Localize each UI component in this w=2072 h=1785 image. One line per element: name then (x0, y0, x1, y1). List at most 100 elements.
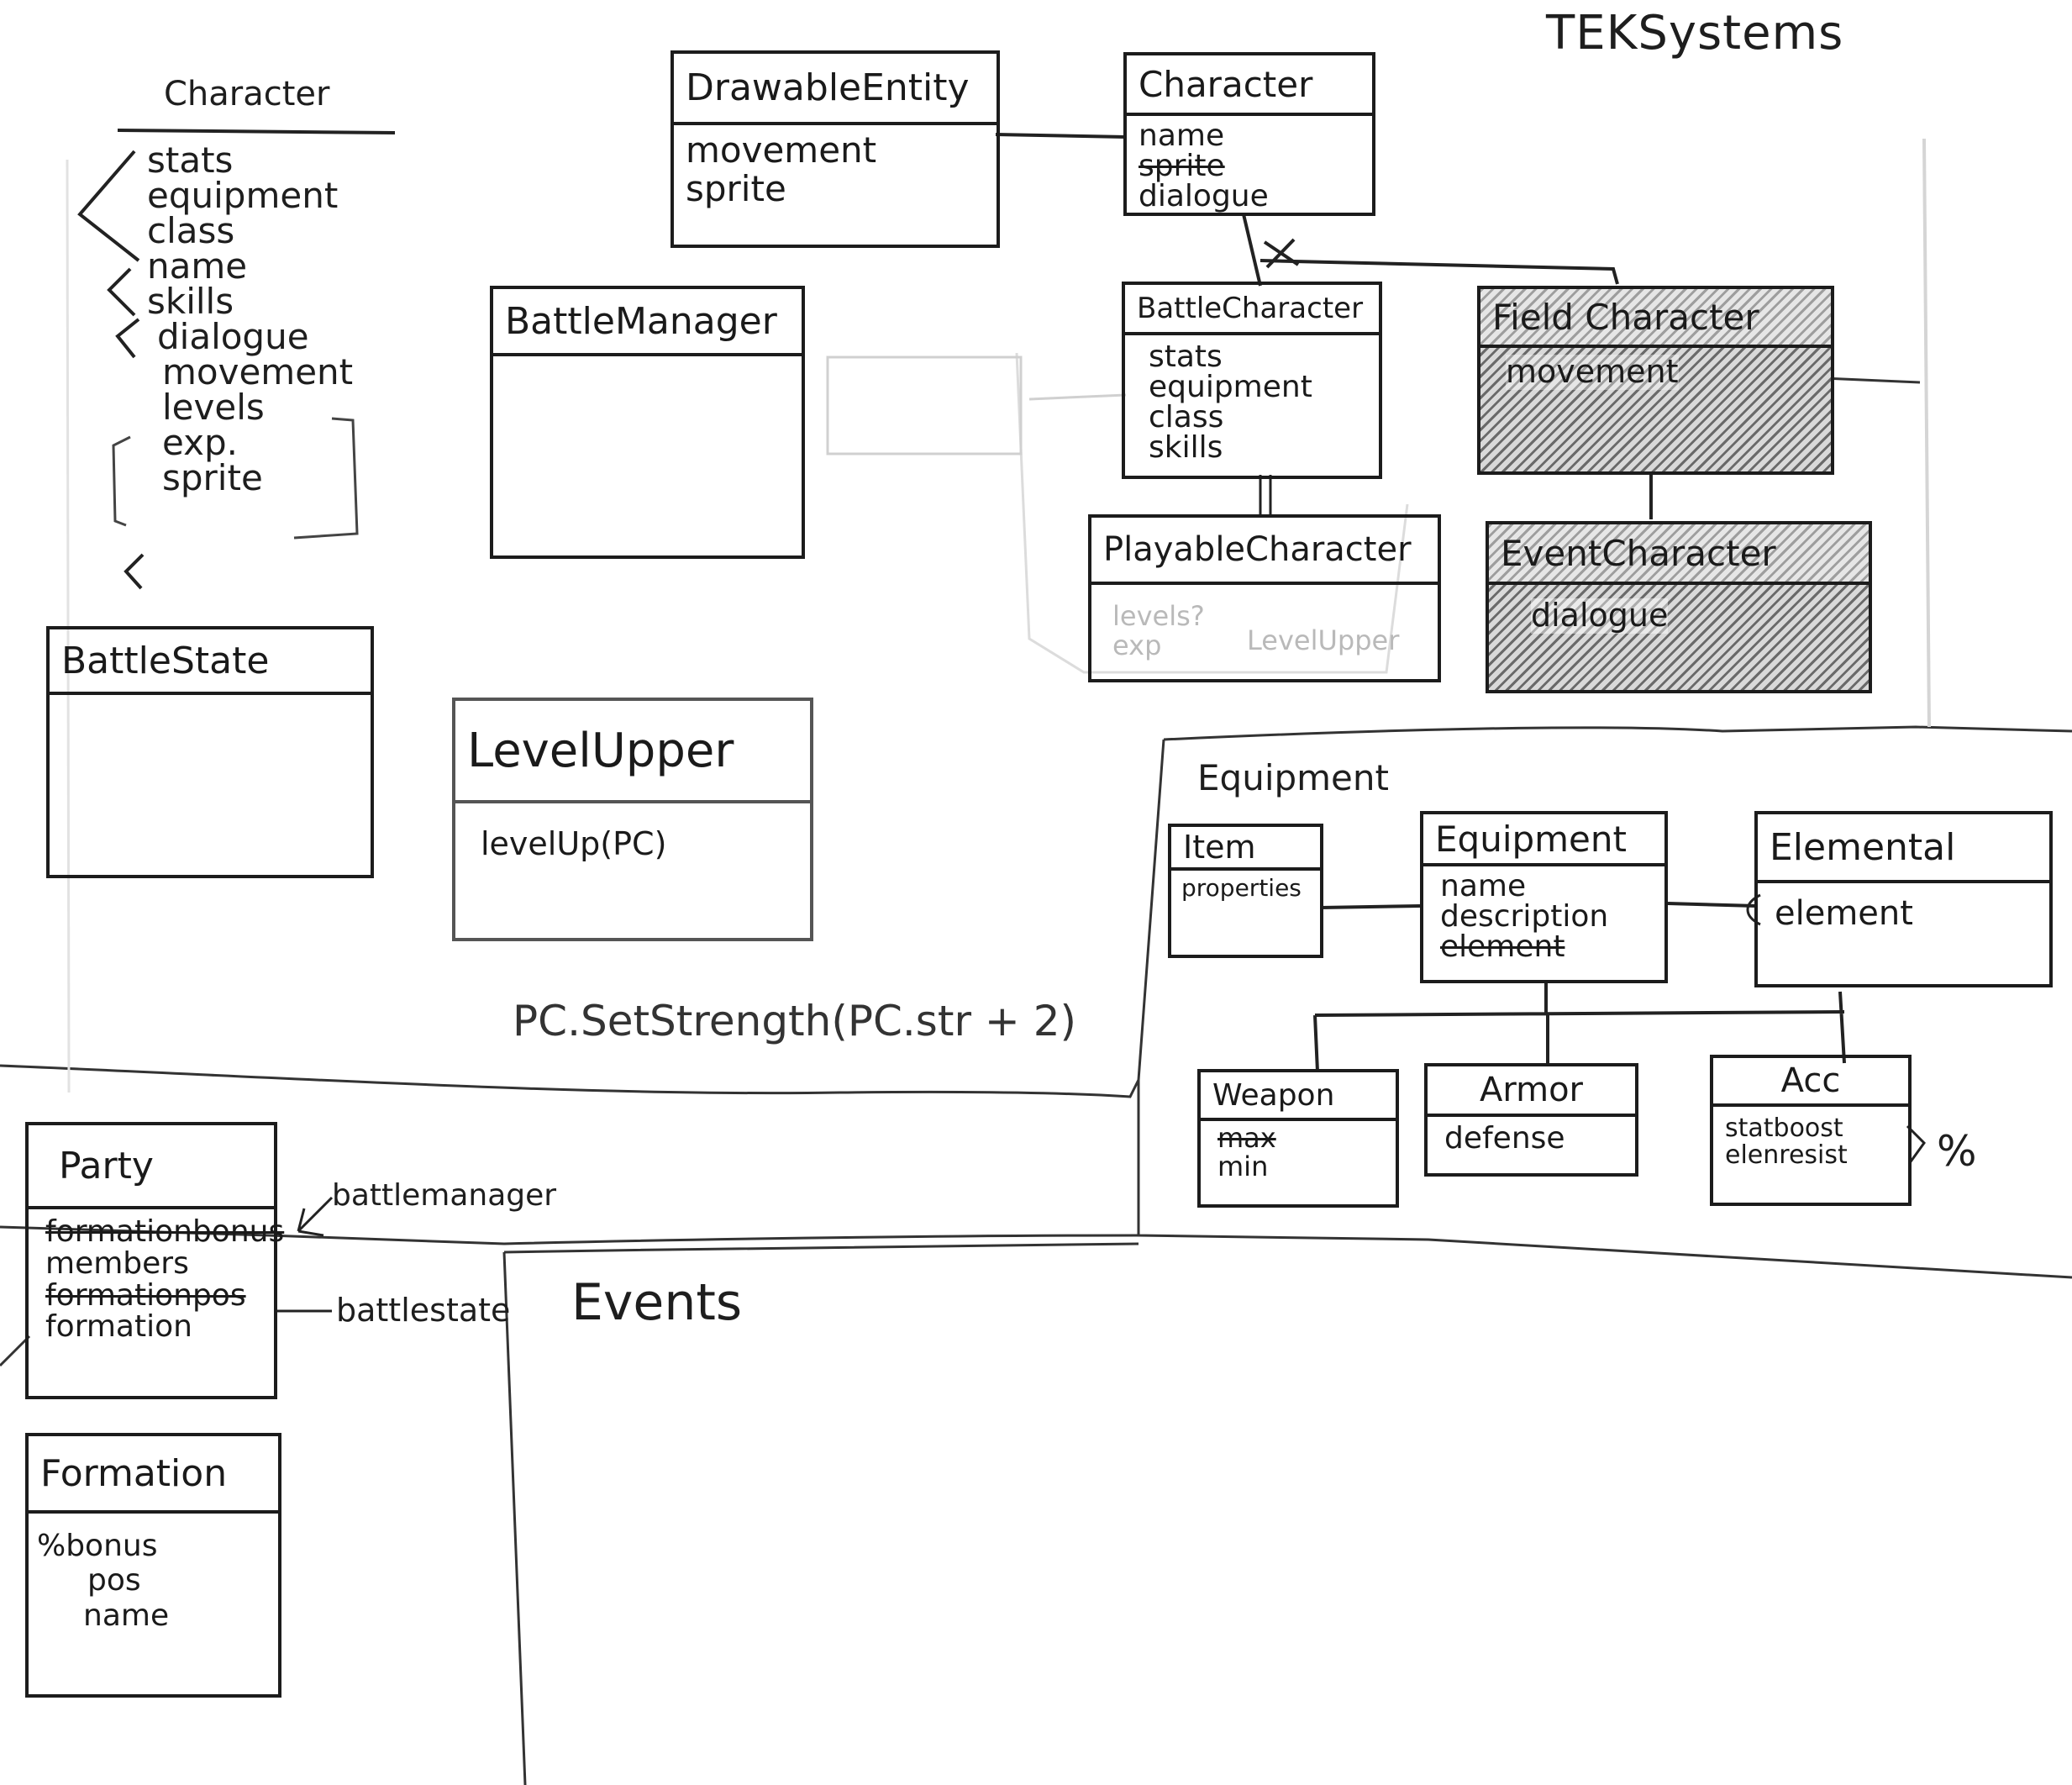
equipment-box: Equipment name description element (1420, 811, 1668, 983)
bottom-left-boundary (0, 1225, 1139, 1245)
notes-item: movement (162, 351, 354, 392)
party-box: Party formationbonus members formationpo… (25, 1122, 285, 1399)
class-attribute: formationbonus (45, 1214, 285, 1249)
class-attribute: element (1775, 894, 1913, 933)
battlemanager-box: BattleManager (490, 286, 805, 559)
erased-enemy-link (1028, 393, 1127, 401)
character-to-fieldcharacter-line (1260, 259, 1619, 285)
item-box: Item properties (1168, 824, 1323, 958)
class-attribute: max (1217, 1122, 1276, 1154)
notes-item: equipment (147, 175, 339, 216)
battlestate-box: BattleState (46, 626, 374, 878)
battlecharacter-title: BattleCharacter (1125, 285, 1379, 335)
class-attribute: elenresist (1725, 1140, 1848, 1170)
class-attribute: dialogue (1531, 597, 1669, 634)
battlemanager-arrow (297, 1196, 334, 1237)
equipment-region-label: Equipment (1197, 757, 1389, 798)
notes-item: class (147, 210, 235, 251)
armor-box: Armor defense (1424, 1063, 1638, 1177)
class-attribute: pos (87, 1563, 141, 1598)
elemental-title: Elemental (1758, 814, 2049, 883)
bracket-4 (112, 435, 131, 527)
elemental-box: Elemental element (1754, 811, 2053, 987)
class-attribute: skills (1149, 430, 1223, 465)
class-attribute: class (1149, 400, 1224, 434)
class-attribute: name (83, 1598, 170, 1633)
class-attribute: min (1217, 1150, 1269, 1182)
battlemanager-title: BattleManager (493, 289, 802, 356)
class-method: levelUp(PC) (481, 825, 667, 862)
equipment-title: Equipment (1423, 814, 1664, 866)
notes-item: name (147, 245, 248, 287)
equipment-region-top (1163, 725, 2072, 741)
bracket-2 (107, 267, 136, 317)
battle-to-playable-line (1259, 475, 1272, 514)
class-attribute: members (45, 1245, 189, 1281)
fieldcharacter-title: Field Character (1480, 289, 1831, 348)
battlemanager-annotation: battlemanager (332, 1178, 557, 1213)
notes-item: stats (147, 140, 234, 181)
class-attribute: description (1440, 899, 1609, 934)
cross-mark (1263, 238, 1300, 269)
class-attribute: name (1139, 118, 1225, 153)
bracket-5 (124, 553, 145, 590)
class-attribute: equipment (1149, 370, 1312, 404)
eventcharacter-title: EventCharacter (1489, 524, 1869, 585)
battlecharacter-box: BattleCharacter stats equipment class sk… (1122, 282, 1382, 479)
party-title: Party (29, 1125, 274, 1209)
acc-brace (1906, 1124, 1926, 1165)
bracket-4-right (293, 417, 359, 540)
faint-middle-boundary (1015, 352, 1409, 674)
acc-box: Acc statboost elenresist (1710, 1055, 1912, 1206)
events-region-label: Events (571, 1273, 743, 1332)
class-attribute: element (1440, 929, 1565, 964)
bracket-3 (115, 318, 140, 359)
character-box: Character name sprite dialogue (1123, 52, 1375, 216)
equipment-hierarchy (1313, 983, 1846, 1072)
notes-list: stats equipment class name skills dialog… (147, 143, 353, 496)
class-attribute: movement (1506, 353, 1679, 390)
drawableentity-box: DrawableEntity movement sprite (671, 50, 1000, 248)
character-title: Character (1127, 55, 1372, 116)
battlestate-annotation: battlestate (336, 1292, 511, 1329)
class-attribute: sprite (1139, 149, 1225, 183)
weapon-title: Weapon (1201, 1072, 1396, 1121)
class-attribute: statboost (1725, 1114, 1843, 1143)
faint-levelupper-ref: LevelUpper (1247, 624, 1400, 656)
character-to-battlecharacter-line (1242, 213, 1262, 287)
weapon-box: Weapon max min (1197, 1069, 1399, 1208)
class-attribute: levels? (1112, 600, 1205, 632)
battlestate-title: BattleState (50, 629, 371, 695)
notes-item: levels (162, 387, 265, 428)
eventcharacter-box: EventCharacter dialogue (1486, 521, 1872, 693)
drawableentity-title: DrawableEntity (674, 54, 997, 125)
notes-item: skills (147, 281, 234, 322)
acc-percent-note: % (1937, 1127, 1977, 1176)
top-region-boundary (0, 1064, 1140, 1098)
notes-underline (117, 129, 396, 134)
class-attribute: name (1440, 869, 1527, 903)
levelupper-title: LevelUpper (455, 701, 810, 803)
faint-right-boundary (1922, 138, 1931, 728)
notes-heading: Character (164, 75, 330, 113)
item-to-equipment-line (1320, 904, 1421, 909)
drawable-to-character-line (995, 133, 1127, 139)
formula-note: PC.SetStrength(PC.str + 2) (513, 997, 1077, 1045)
class-attribute: dialogue (1139, 179, 1269, 213)
class-attribute: %bonus (37, 1529, 158, 1563)
item-title: Item (1171, 827, 1320, 871)
formation-box: Formation %bonus pos name (25, 1433, 281, 1698)
events-region-top (503, 1242, 1139, 1254)
notes-item: exp. (162, 422, 238, 463)
fieldcharacter-box: Field Character movement (1477, 286, 1834, 475)
equipment-to-elemental-line (1667, 902, 1757, 908)
class-attribute: defense (1444, 1121, 1565, 1156)
armor-title: Armor (1428, 1066, 1635, 1117)
company-label: TEKSystems (1546, 6, 1844, 61)
acc-title: Acc (1713, 1058, 1908, 1107)
playablecharacter-box: PlayableCharacter levels? exp LevelUpper (1088, 514, 1441, 682)
notes-item: sprite (162, 457, 263, 498)
class-attribute: exp (1112, 629, 1162, 662)
